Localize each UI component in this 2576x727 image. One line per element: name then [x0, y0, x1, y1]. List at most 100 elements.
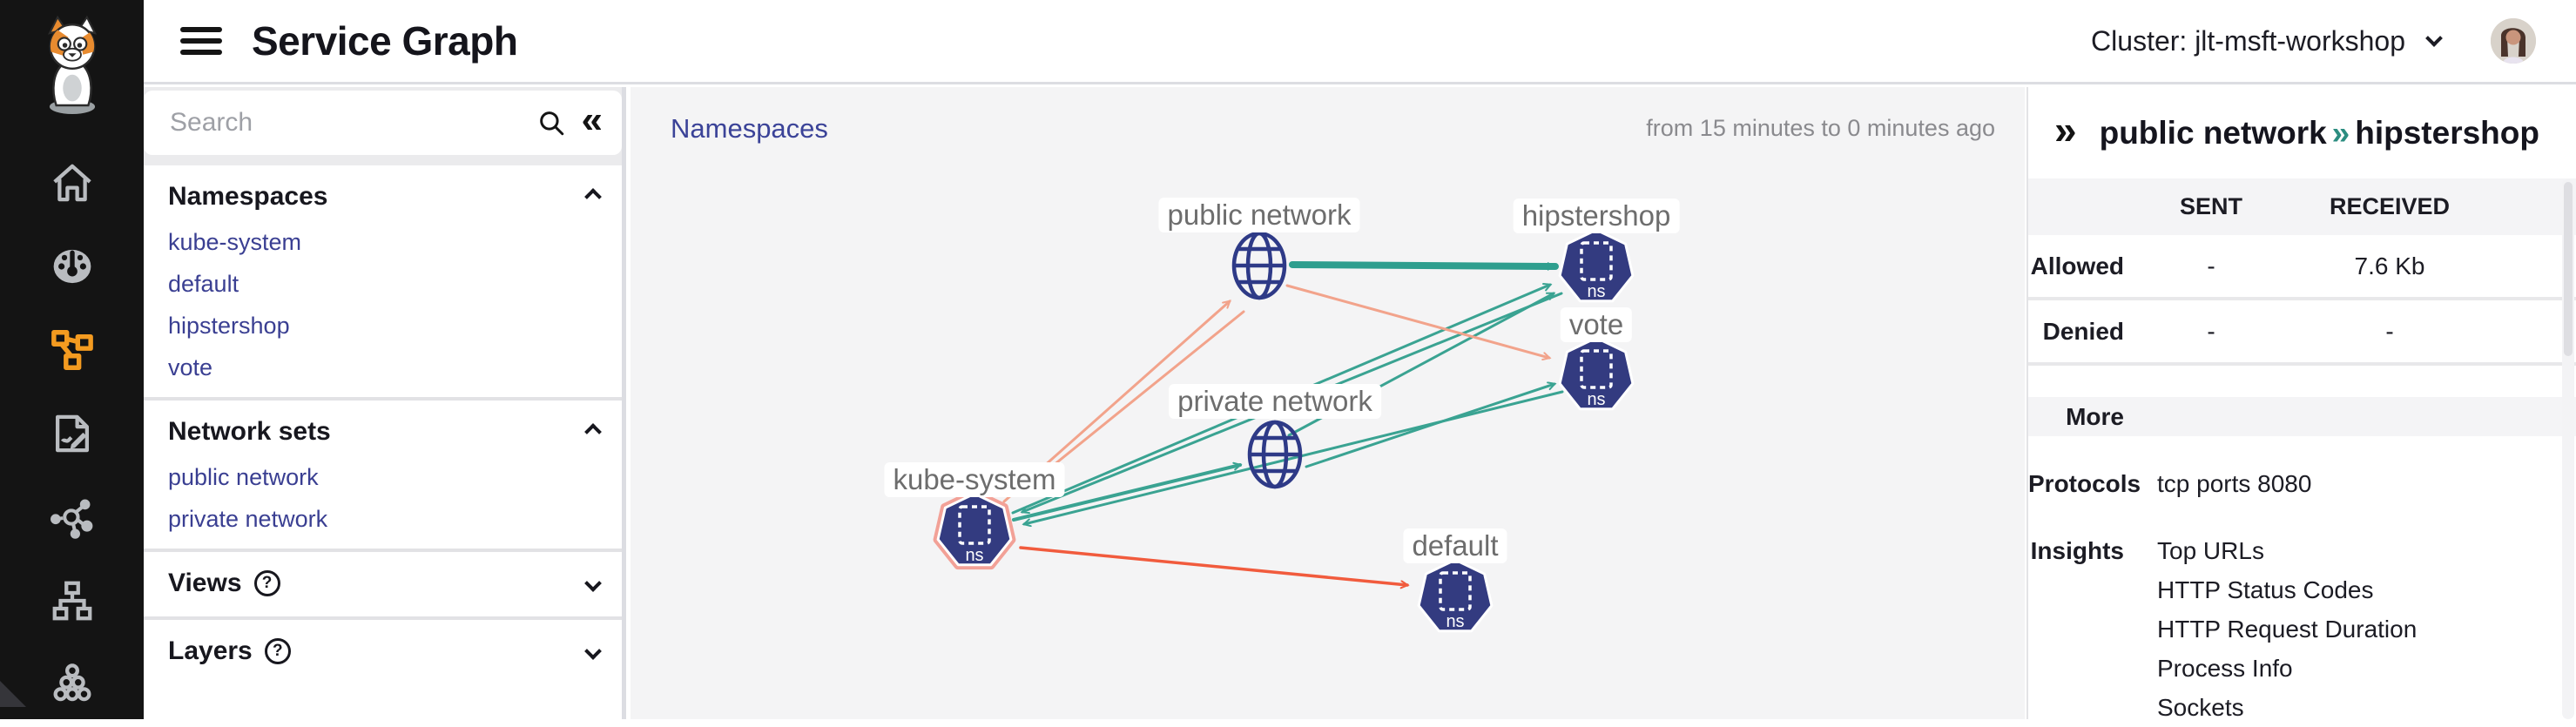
graph-node-vote[interactable]: ns — [1558, 336, 1635, 411]
sidebar-item-endpoints[interactable] — [0, 643, 144, 726]
traffic-received-value: - — [2385, 317, 2394, 345]
breadcrumb-source[interactable]: public network — [2099, 114, 2327, 151]
graph-node-kube-system[interactable]: ns — [933, 488, 1016, 570]
sidebar-item-tree[interactable] — [0, 559, 144, 643]
scrollbar-thumb[interactable] — [2564, 182, 2573, 356]
traffic-col-received: RECEIVED — [2329, 193, 2451, 219]
ns-badge: ns — [1587, 282, 1605, 301]
section-title: Network sets — [168, 417, 331, 446]
traffic-received-value: 7.6 Kb — [2354, 252, 2425, 279]
user-avatar[interactable] — [2491, 18, 2536, 64]
chevron-down-icon — [584, 643, 602, 660]
graph-node-hipstershop[interactable]: ns — [1558, 228, 1635, 303]
section-header-namespaces[interactable]: Namespaces — [168, 172, 602, 221]
service-graph-canvas[interactable]: Namespaces from 15 minutes to 0 minutes … — [631, 87, 2025, 719]
chevron-down-icon — [584, 575, 602, 592]
graph-node-default[interactable]: ns — [1417, 558, 1494, 633]
graph-edge-private-network-to-vote[interactable] — [1305, 381, 1557, 468]
graph-node-label-hipstershop[interactable]: hipstershop — [1513, 199, 1680, 233]
globe-icon — [1231, 231, 1287, 300]
ns-badge: ns — [965, 546, 983, 565]
more-value[interactable]: HTTP Status Codes — [2157, 576, 2374, 603]
more-value[interactable]: Process Info — [2157, 655, 2293, 682]
graph-edge-public-network-to-hipstershop[interactable] — [1289, 261, 1559, 271]
traffic-row-label: Denied — [2042, 317, 2124, 345]
more-section-header: More — [2028, 397, 2576, 436]
section-title: Layers — [168, 636, 253, 665]
namespace-dashed-box — [1439, 571, 1472, 611]
section-header-views[interactable]: Views? — [168, 559, 602, 608]
graph-node-label-kube-system[interactable]: kube-system — [884, 462, 1065, 497]
help-icon[interactable]: ? — [253, 570, 280, 596]
network-icon — [50, 499, 92, 539]
search-input[interactable] — [168, 107, 529, 138]
graph-edge-kube-system-to-private-network[interactable] — [1012, 461, 1243, 522]
graph-node-label-public-network[interactable]: public network — [1158, 198, 1360, 232]
namespace-dashed-box — [1580, 241, 1613, 281]
more-row-label: Insights — [2030, 537, 2124, 564]
graph-node-public-network[interactable] — [1231, 231, 1287, 300]
panel-item-default[interactable]: default — [168, 270, 239, 297]
graph-edge-public-network-to-vote[interactable] — [1285, 284, 1552, 360]
search-bar: « — [144, 91, 622, 155]
traffic-col-sent: SENT — [2179, 193, 2242, 219]
active-item-wedge — [0, 681, 26, 707]
sidebar-item-service-graph[interactable] — [0, 308, 144, 707]
graph-edge-vote-to-kube-system[interactable] — [1022, 390, 1564, 528]
traffic-row-denied: Denied-- — [2028, 300, 2576, 366]
search-icon[interactable] — [536, 108, 566, 138]
graph-edge-kube-system-to-default[interactable] — [1019, 546, 1410, 589]
sidebar-item-network[interactable] — [0, 475, 144, 559]
graph-node-label-vote[interactable]: vote — [1560, 307, 1633, 342]
more-row-values: tcp ports 8080 — [2124, 464, 2576, 503]
more-value[interactable]: tcp ports 8080 — [2157, 470, 2312, 497]
graph-node-label-private-network[interactable]: private network — [1169, 384, 1381, 419]
chevron-down-icon — [2425, 30, 2443, 47]
more-value[interactable]: Top URLs — [2157, 537, 2264, 564]
panel-item-vote[interactable]: vote — [168, 353, 213, 380]
collapse-details-icon[interactable]: » — [2054, 106, 2077, 152]
namespace-heptagon-icon — [1558, 336, 1635, 411]
namespace-dashed-box — [1580, 349, 1613, 389]
panel-section-views: Views? — [144, 549, 622, 616]
ns-badge: ns — [1587, 390, 1605, 409]
sidebar-item-policies[interactable] — [0, 392, 144, 475]
service-graph-icon — [51, 330, 93, 370]
panel-item-private-network[interactable]: private network — [168, 505, 328, 532]
panel-item-public-network[interactable]: public network — [168, 463, 319, 490]
section-header-network-sets[interactable]: Network sets — [168, 407, 602, 456]
cluster-selector[interactable]: Cluster: jlt-msft-workshop — [2091, 25, 2443, 57]
tree-icon — [52, 581, 91, 621]
collapse-panel-icon[interactable]: « — [581, 98, 603, 141]
chevron-up-icon — [584, 188, 602, 205]
more-value[interactable]: HTTP Request Duration — [2157, 616, 2418, 643]
breadcrumb: public network»hipstershop — [2100, 115, 2539, 151]
panel-section-layers: Layers? — [144, 616, 622, 684]
graph-node-private-network[interactable] — [1247, 420, 1303, 489]
hamburger-menu-icon[interactable] — [180, 21, 222, 61]
panel-item-hipstershop[interactable]: hipstershop — [168, 312, 290, 339]
more-value[interactable]: Sockets — [2157, 694, 2244, 721]
panel-filler — [144, 684, 622, 719]
section-header-layers[interactable]: Layers? — [168, 627, 602, 676]
help-icon[interactable]: ? — [264, 638, 291, 664]
panel-item-kube-system[interactable]: kube-system — [168, 228, 302, 255]
breadcrumb-arrow-icon: » — [2331, 114, 2350, 151]
ns-badge: ns — [1446, 612, 1464, 631]
details-scrollbar[interactable] — [2562, 178, 2574, 719]
panel-section-network-sets: Network sets public network private networ… — [144, 397, 622, 549]
more-title: More — [2066, 402, 2124, 430]
traffic-sent-value: - — [2207, 252, 2215, 279]
service-graph: ns ns ns ns — [933, 228, 1635, 633]
breadcrumb-target[interactable]: hipstershop — [2355, 114, 2539, 151]
graph-node-label-default[interactable]: default — [1403, 528, 1507, 563]
sidebar-item-dashboard[interactable] — [0, 225, 144, 308]
sidebar-item-home[interactable] — [0, 141, 144, 225]
graph-filter-panel: « Namespaces kube-system default hipstersho… — [144, 87, 626, 719]
traffic-row-allowed: Allowed-7.6 Kb — [2028, 235, 2576, 300]
